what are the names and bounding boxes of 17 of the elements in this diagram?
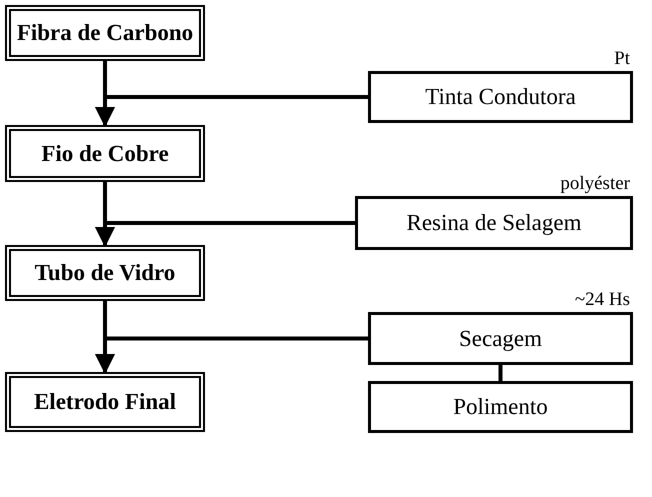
step-label: Fio de Cobre xyxy=(41,140,169,166)
step-label: Tubo de Vidro xyxy=(34,260,176,286)
step-box xyxy=(5,245,205,301)
process-box xyxy=(368,381,633,433)
step-box xyxy=(5,372,205,432)
connector-line xyxy=(498,365,502,381)
step-label: Eletrodo Final xyxy=(34,389,176,415)
step-label: Resina de Selagem xyxy=(406,210,582,236)
step-label: Fibra de Carbono xyxy=(16,20,194,46)
note-text: ~24 Hs xyxy=(574,289,630,311)
note-text: polyéster xyxy=(560,173,630,195)
note-text: Pt xyxy=(614,48,630,70)
step-box xyxy=(5,125,205,182)
step-label: Polimento xyxy=(453,394,548,420)
step-label: Secagem xyxy=(458,326,542,352)
step-box xyxy=(5,5,205,61)
step-label: Tinta Condutora xyxy=(425,84,576,110)
